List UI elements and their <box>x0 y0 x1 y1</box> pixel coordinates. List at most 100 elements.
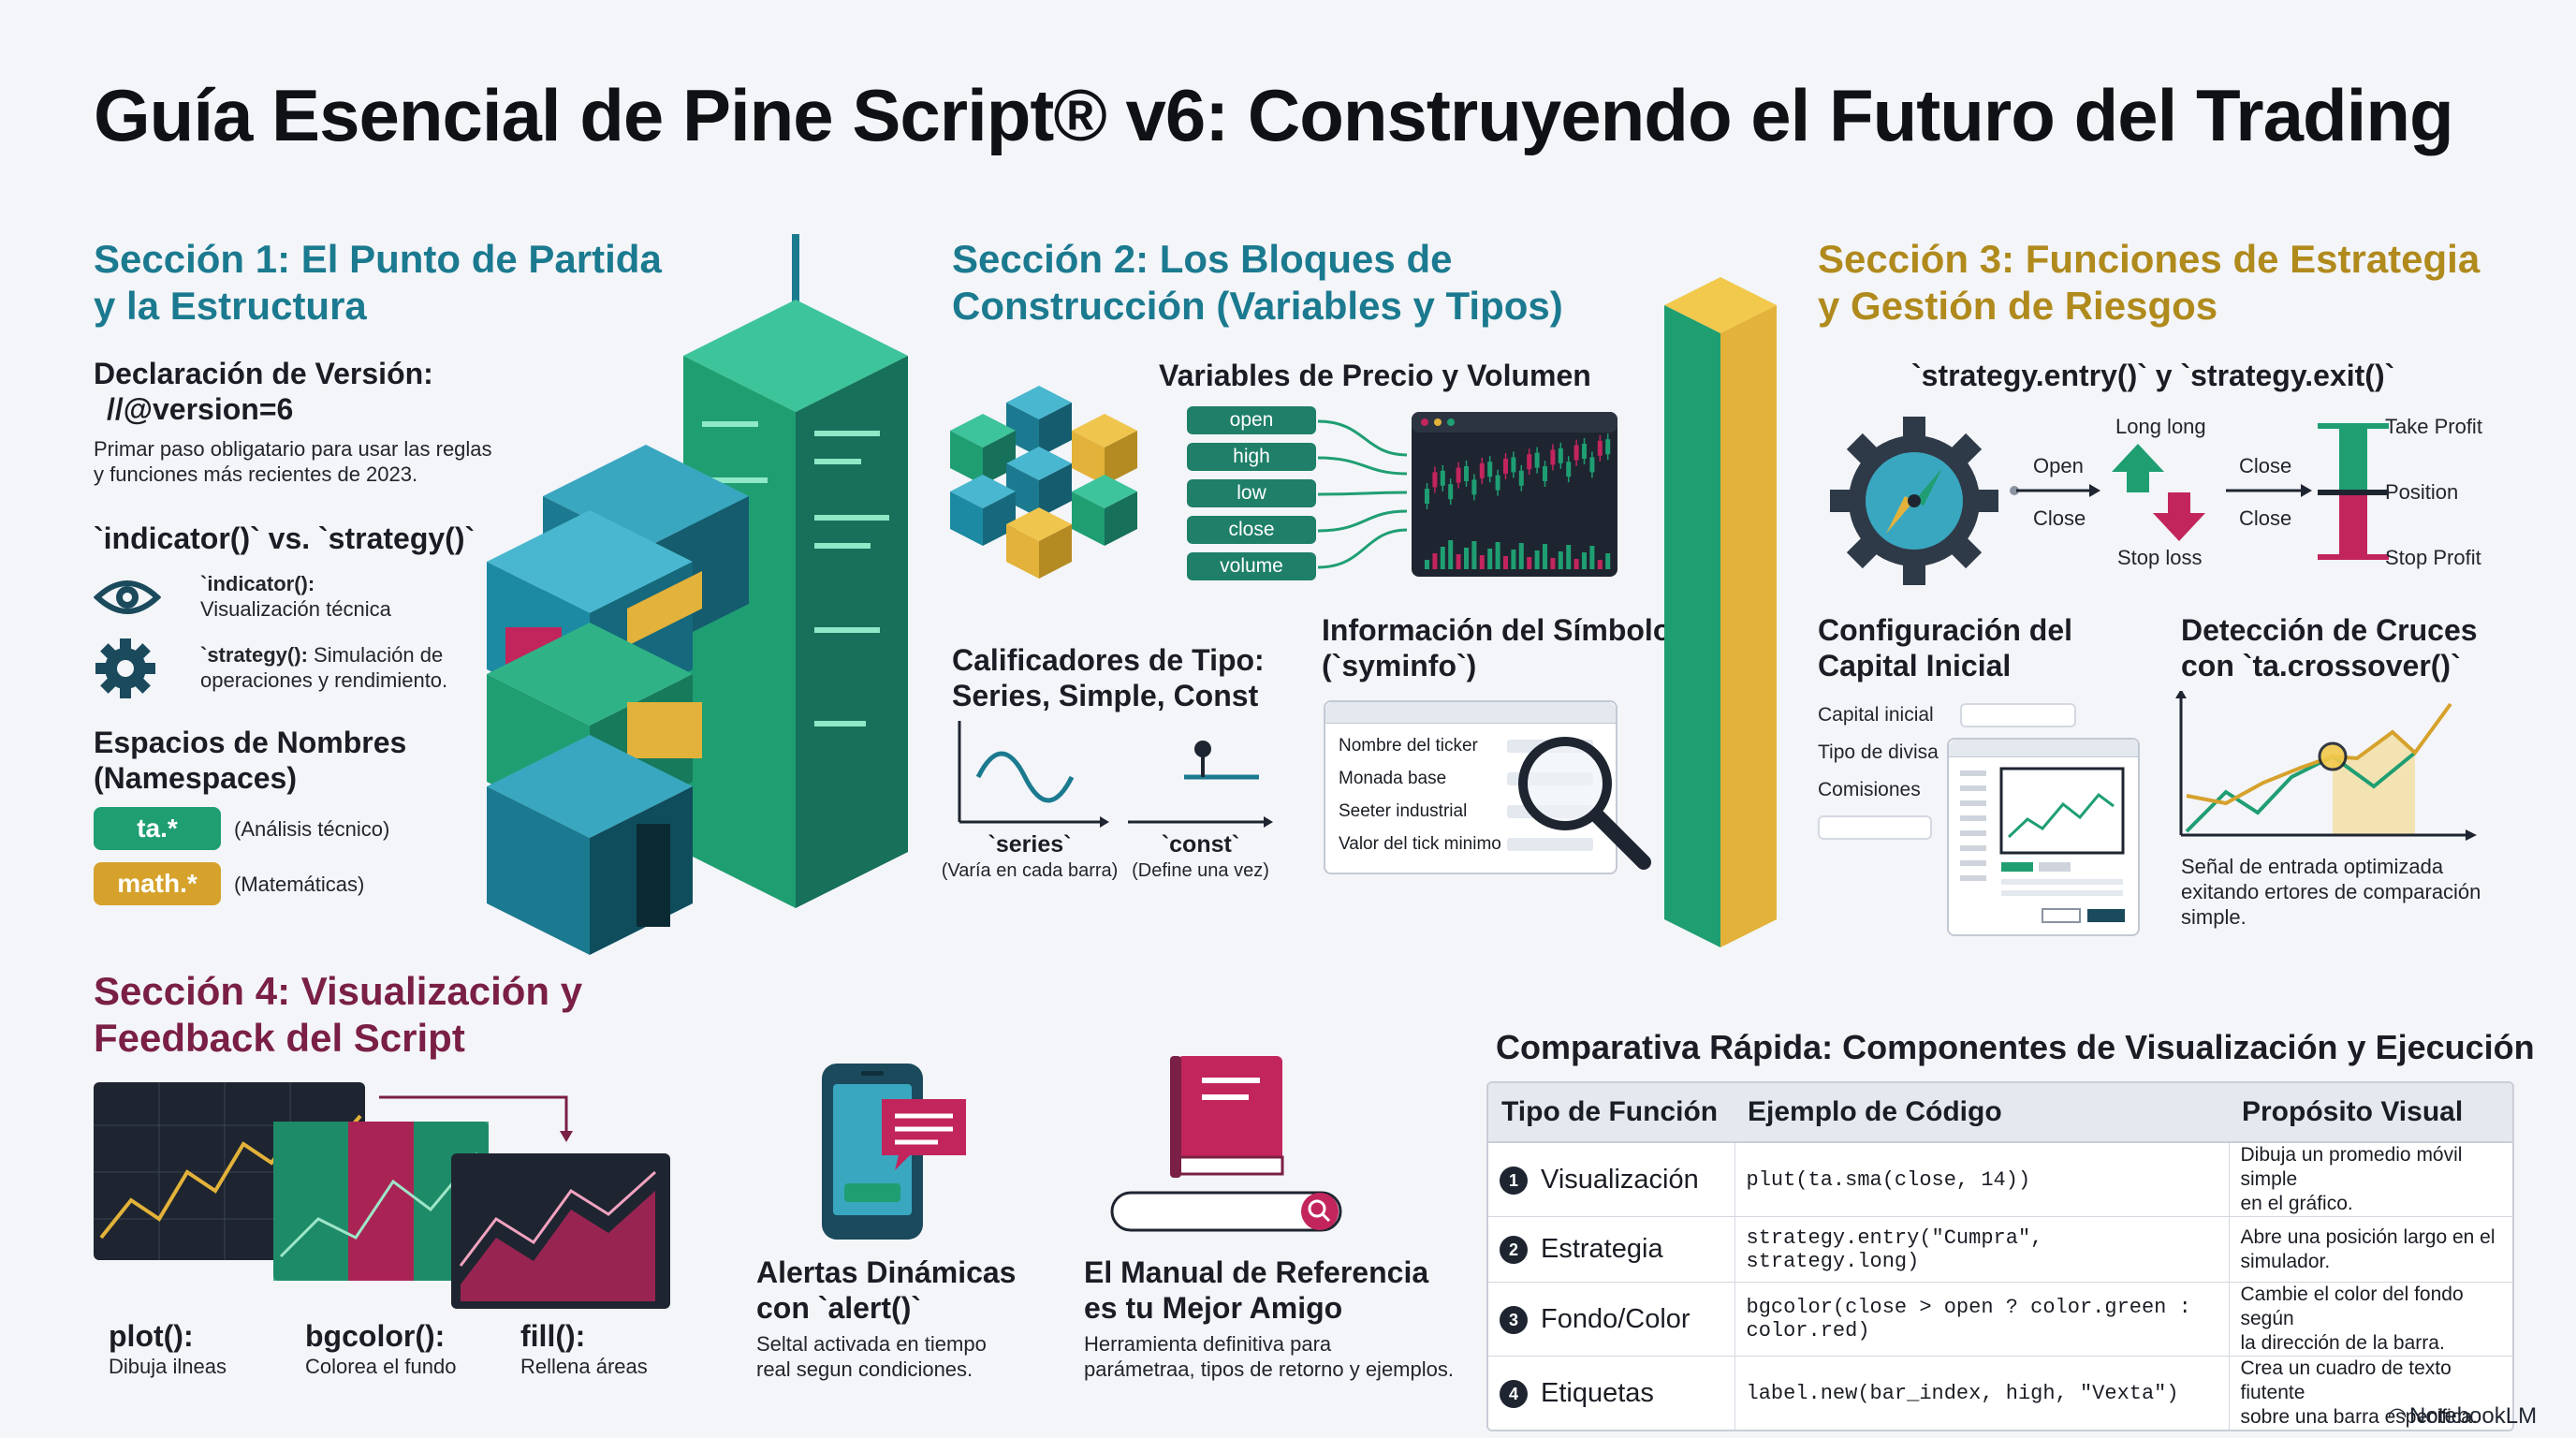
section-2-heading: Sección 2: Los Bloques de Construcción (… <box>952 237 1563 328</box>
alerts-desc: Seltal activada en tiempo real segun con… <box>756 1332 987 1381</box>
volume-bar <box>1518 543 1524 569</box>
namespace-ta-badge: ta.* <box>94 807 221 850</box>
table-cell-code: plut(ta.sma(close, 14)) <box>1734 1142 2230 1217</box>
long-short-arrows-icon <box>2112 444 2205 541</box>
long-long-label: Long long <box>2115 415 2206 438</box>
version-desc: Primar paso obligatario para usar las re… <box>94 437 492 486</box>
purpose-line: simulador. <box>2240 1250 2331 1272</box>
volume-bar <box>1464 548 1469 569</box>
price-volume-title: Variables de Precio y Volumen <box>1159 359 1591 392</box>
volume-bar <box>1425 560 1429 569</box>
volume-bar <box>1448 540 1454 569</box>
phone-alert-icon <box>822 1064 966 1240</box>
connector-lines <box>1318 419 1408 569</box>
version-title: Declaración de Versión: <box>94 357 433 390</box>
open-label: Open <box>2033 454 2084 477</box>
gold-pillar-divider <box>1664 277 1777 947</box>
volume-bar <box>1495 542 1500 569</box>
syminfo-row: Valor del tick minimo <box>1339 828 1603 860</box>
section-1-heading: Sección 1: El Punto de Partida y la Estr… <box>94 237 662 328</box>
section-4-heading: Sección 4: Visualización y Feedback del … <box>94 969 583 1060</box>
comparison-table-title: Comparativa Rápida: Componentes de Visua… <box>1496 1028 2535 1066</box>
syminfo-row-value-field <box>1507 837 1593 851</box>
syminfo-row-label: Nombre del ticker <box>1339 735 1478 756</box>
compass-gear-icon <box>1830 417 1998 585</box>
indicator-item: `indicator(): Visualización técnica <box>200 572 391 621</box>
volume-bar <box>1511 550 1516 569</box>
close-label-right-1: Close <box>2239 454 2292 477</box>
volume-bar <box>1534 550 1540 569</box>
type-qualifiers-title: Calificadores de Tipo: Series, Simple, C… <box>952 643 1265 712</box>
row-type-label: Estrategia <box>1541 1234 1663 1264</box>
isometric-buildings-illustration <box>487 234 908 955</box>
capital-input[interactable] <box>1959 703 2076 728</box>
volume-bar <box>1471 541 1477 569</box>
volume-bar <box>1479 555 1485 569</box>
table-cell-code: strategy.entry("Cumpra", strategy.long) <box>1734 1216 2230 1283</box>
building-blocks-cubes-icon <box>950 386 1137 579</box>
commission-input[interactable] <box>1818 815 1932 841</box>
purpose-line: Crea un cuadro de texto fiutente <box>2240 1357 2452 1403</box>
purpose-line: sobre una barra especifica. <box>2240 1406 2478 1428</box>
syminfo-row-label: Seeter industrial <box>1339 800 1468 821</box>
const-label-group: `const` (Define una vez) <box>1132 831 1269 881</box>
volume-bar <box>1605 553 1611 569</box>
notebooklm-watermark: ◠NotebookLM <box>2385 1402 2538 1430</box>
crossover-chart <box>2175 691 2477 841</box>
purpose-line: Abre una posición largo en el <box>2240 1225 2496 1248</box>
purpose-line: en el gráfico. <box>2240 1193 2353 1214</box>
volume-bar <box>1597 560 1603 569</box>
volume-bar <box>1550 558 1556 569</box>
volume-bar <box>1543 544 1547 569</box>
syminfo-title: Información del Símbolo (`syminfo`) <box>1322 613 1672 682</box>
table-cell-code: label.new(bar_index, high, "Vexta") <box>1734 1356 2230 1430</box>
row-type-label: Visualización <box>1541 1164 1699 1195</box>
volume-bar <box>1582 552 1587 569</box>
syminfo-row-label: Monada base <box>1339 768 1447 788</box>
volume-bar <box>1558 551 1563 569</box>
page-title: Guía Esencial de Pine Script® v6: Constr… <box>94 74 2454 156</box>
volume-bar <box>1432 553 1438 569</box>
table-header-code: Ejemplo de Código <box>1734 1083 2229 1143</box>
syminfo-row-label: Valor del tick minimo <box>1339 833 1501 854</box>
table-cell-purpose: Crea un cuadro de texto fiutente sobre un… <box>2229 1357 2512 1431</box>
capital-chart-preview <box>1960 767 2125 923</box>
price-var-close: close <box>1187 516 1316 544</box>
price-var-low: low <box>1187 479 1316 507</box>
table-cell-code: bgcolor(close > open ? color.green : col… <box>1734 1282 2230 1357</box>
row-number-badge: 3 <box>1500 1305 1528 1334</box>
series-label-group: `series` (Varía en cada barra) <box>941 831 1119 881</box>
arrow-right-icon-2 <box>2226 484 2312 497</box>
candlestick-chart-icon <box>1412 412 1617 577</box>
namespace-ta-desc: (Análisis técnico) <box>234 817 390 841</box>
gear-icon <box>95 638 155 698</box>
arrow-right-icon <box>2010 484 2100 497</box>
capital-title: Configuración del Capital Inicial <box>1818 613 2072 682</box>
volume-bar <box>1503 556 1508 569</box>
capital-form-labels: Capital inicial Tipo de divisa Comisione… <box>1818 697 2076 846</box>
row-number-badge: 2 <box>1500 1236 1528 1265</box>
capital-window <box>1947 738 2140 936</box>
price-var-open: open <box>1187 406 1316 434</box>
magnifier-icon <box>1518 737 1651 870</box>
window-titlebar <box>1325 702 1616 724</box>
price-var-volume: volume <box>1187 552 1316 580</box>
row-number-badge: 4 <box>1500 1379 1528 1408</box>
volume-bar <box>1566 545 1572 569</box>
take-profit-label: Take Profit <box>2385 415 2482 438</box>
bgcolor-label-group: bgcolor(): Colorea el fundo <box>305 1319 457 1378</box>
close-label-left: Close <box>2033 506 2086 530</box>
series-wave-icon <box>958 721 1109 828</box>
eye-icon <box>94 580 161 614</box>
volume-bar <box>1589 546 1595 569</box>
manual-desc: Herramienta definitiva para parámetraa, … <box>1084 1332 1454 1381</box>
